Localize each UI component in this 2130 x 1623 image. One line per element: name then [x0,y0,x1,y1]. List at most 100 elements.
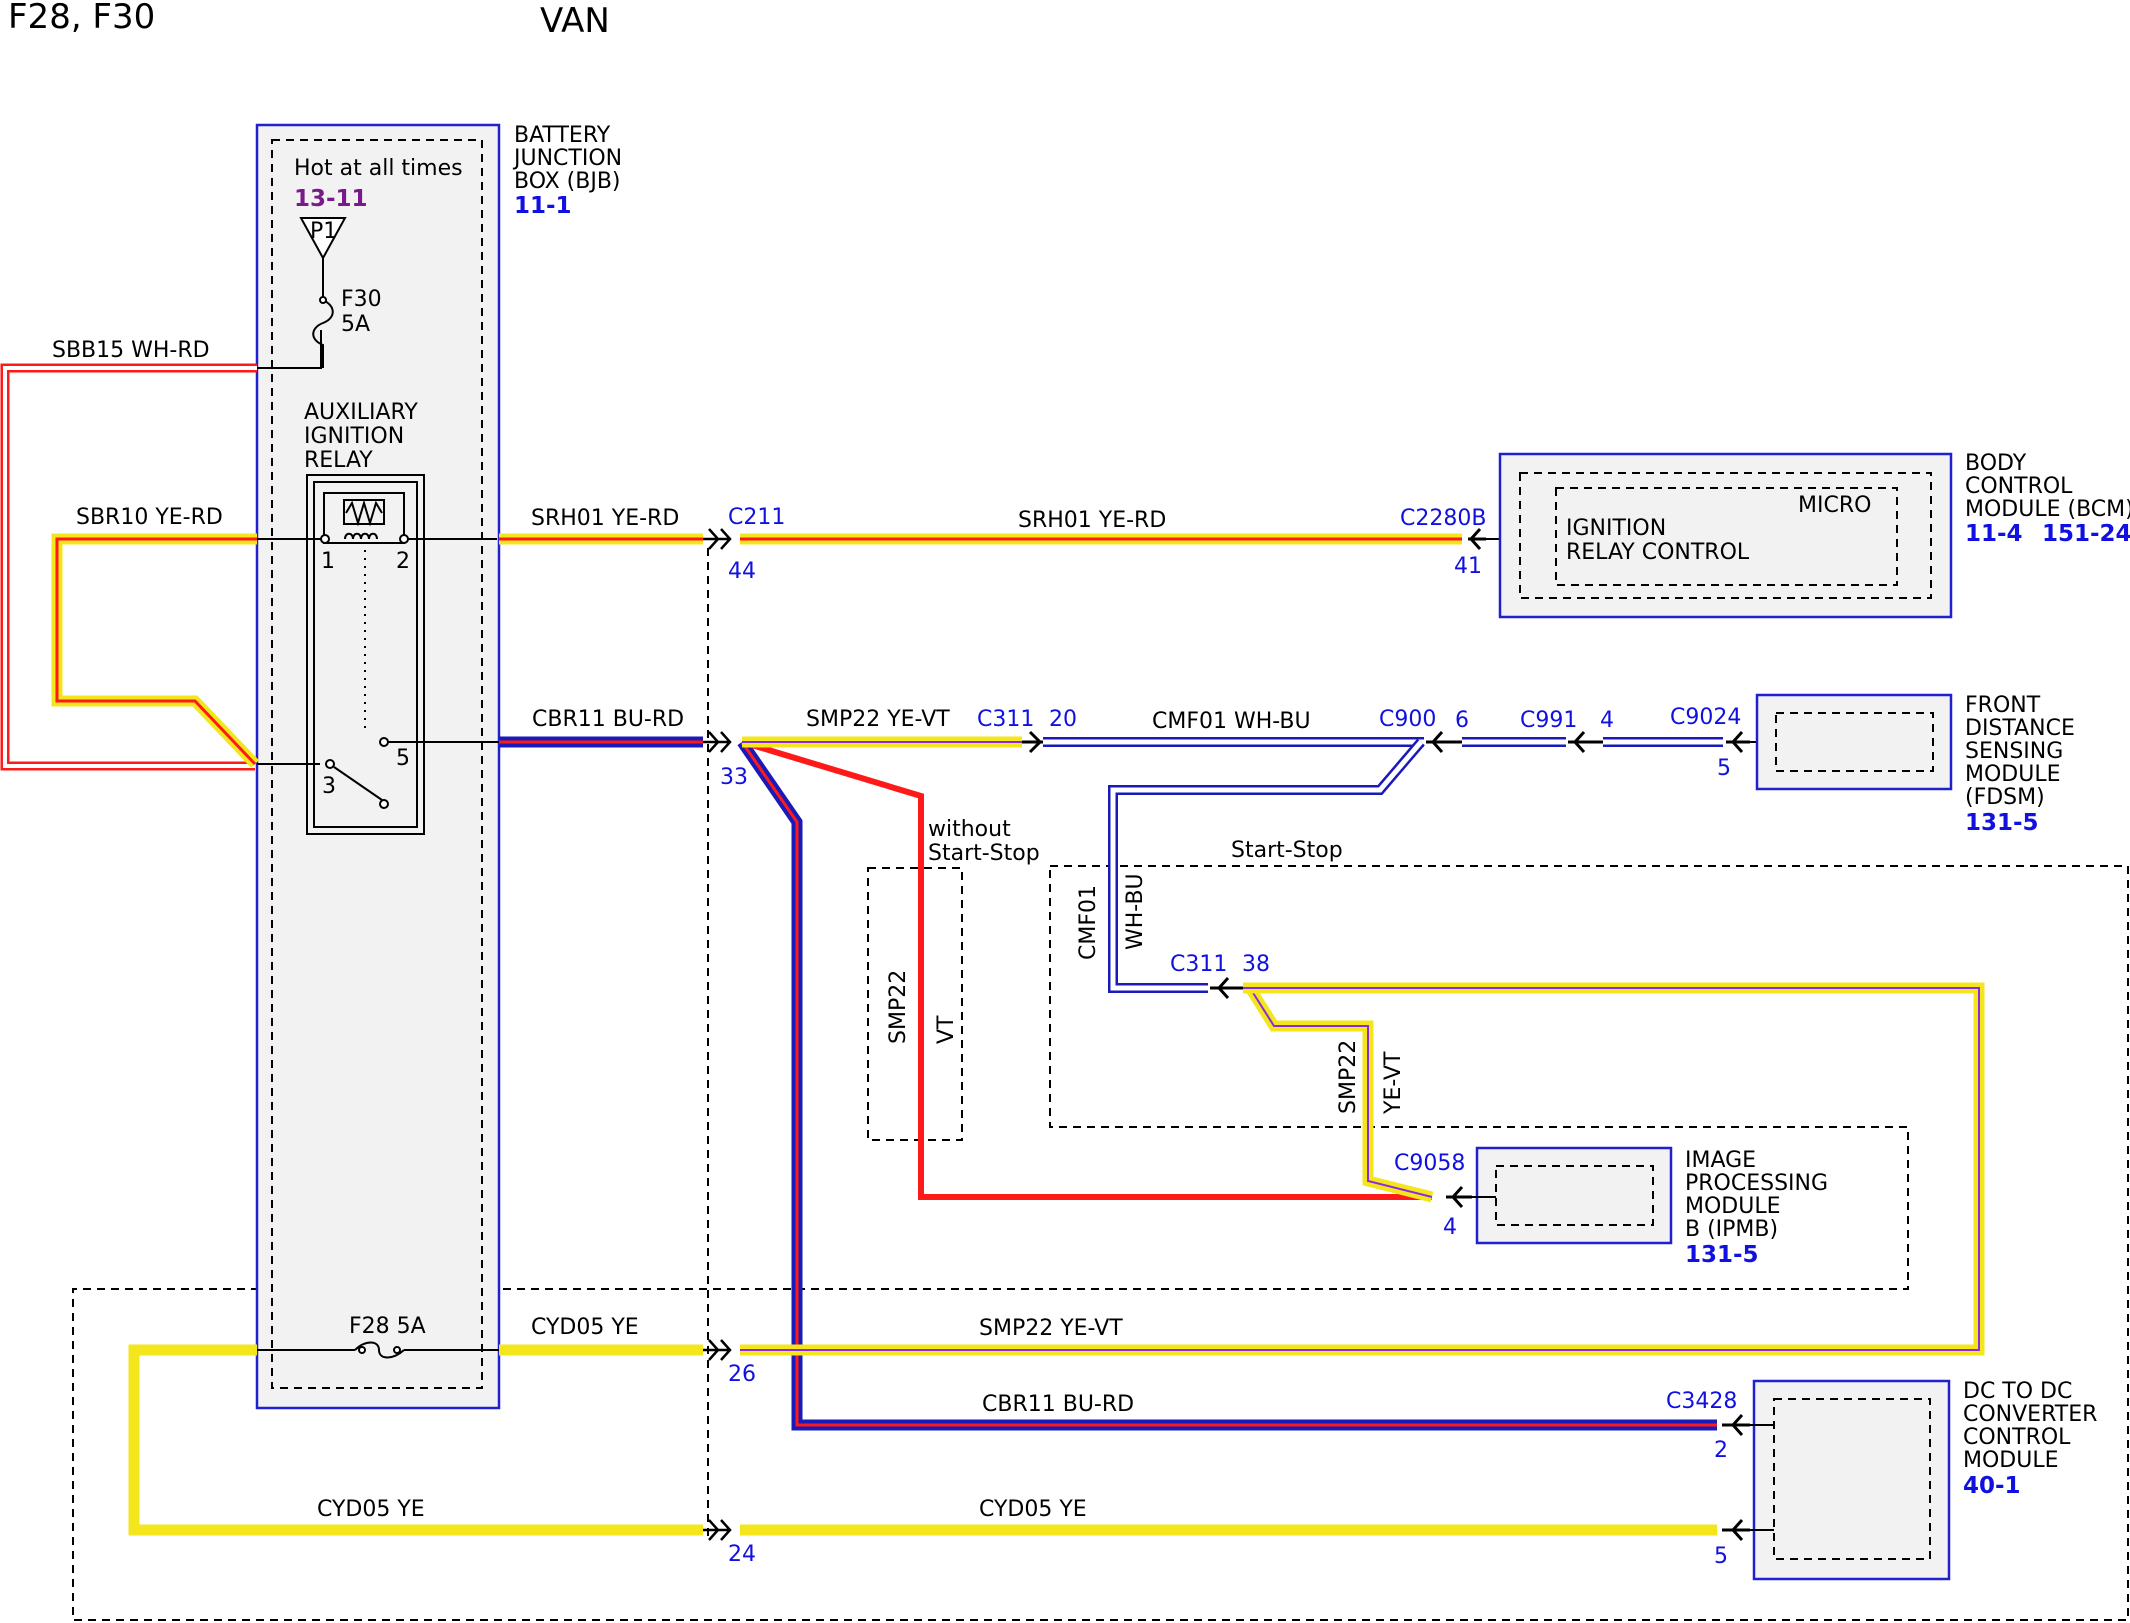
label-cbr11-a: CBR11 BU-RD [532,707,684,732]
dcdc-name-4: MODULE [1963,1448,2059,1473]
connector-c311-38: C311 [1170,952,1227,977]
label-cyd05-a: CYD05 YE [531,1315,639,1340]
wire-cmf01 [1043,737,1776,993]
relay-pin-5: 5 [396,746,410,771]
ipmb-box [1475,1146,1673,1245]
wire-cyd05 [128,1344,1717,1536]
pin-2: 2 [1714,1438,1728,1463]
bcm-name-1: BODY [1965,451,2027,476]
option-box-without-start-stop [867,867,963,1141]
fdsm-name-2: DISTANCE [1965,716,2075,741]
pin-6: 6 [1455,708,1469,733]
bcm-box [1498,452,1953,619]
pin-26: 26 [728,1362,756,1387]
label-cyd05-b: CYD05 YE [317,1497,425,1522]
bcm-micro-label: MICRO [1798,493,1871,518]
bjb-name-2: JUNCTION [512,146,622,171]
bcm-name-2: CONTROL [1965,474,2073,499]
pin-41: 41 [1454,554,1482,579]
bcm-inner-dashed [1519,472,1932,599]
relay-pin-1: 1 [321,549,335,574]
ipmb-ref: 131-5 [1685,1242,1759,1268]
ipmb-name-4: B (IPMB) [1685,1217,1778,1242]
connector-c3428: C3428 [1666,1389,1737,1414]
ipmb-name-1: IMAGE [1685,1148,1756,1173]
relay-label-1: AUXILIARY [304,400,418,425]
option-without-1: without [928,817,1011,842]
label-smp22-wo1: SMP22 [886,970,911,1044]
bjb-name-3: BOX (BJB) [514,169,621,194]
bjb-inner-dashed [271,139,483,1389]
label-cbr11-b: CBR11 BU-RD [982,1392,1134,1417]
wire-smp22 [740,736,1985,1356]
fdsm-box [1755,693,1953,791]
pin-38: 38 [1242,952,1270,977]
wire-sbb15 [0,330,322,771]
dcdc-box [1752,1379,1951,1581]
ipmb-name-3: MODULE [1685,1194,1781,1219]
fdsm-name-4: MODULE [1965,762,2061,787]
label-smp22-v1: SMP22 [1336,1040,1361,1114]
pin-33: 33 [720,765,748,790]
connector-chevrons [703,527,1750,1542]
pin-20: 20 [1049,707,1077,732]
relay-pin-2: 2 [396,549,410,574]
bcm-inner-2: RELAY CONTROL [1566,540,1750,565]
connector-c311-20: C311 [977,707,1034,732]
fdsm-inner-dashed [1775,712,1934,772]
pin-44: 44 [728,559,756,584]
label-srh01-b: SRH01 YE-RD [1018,508,1166,533]
ipmb-inner-dashed [1495,1165,1654,1226]
variant-header: VAN [540,1,610,41]
bcm-inner-1: IGNITION [1566,516,1666,541]
dcdc-inner-dashed [1773,1398,1931,1560]
connector-c9024: C9024 [1670,705,1741,730]
f30-label: F30 [341,287,382,312]
relay-label-3: RELAY [304,448,373,473]
label-sbr10: SBR10 YE-RD [76,505,223,530]
f28-fuse [354,1341,405,1359]
f28-label: F28 5A [349,1314,426,1339]
wire-smp22-violet [741,739,1432,1200]
label-smp22-wo2: VT [934,1015,959,1044]
bcm-ref-1: 11-4 [1965,521,2023,547]
f28-node-left [358,1346,366,1354]
f28-node-right [393,1346,401,1354]
connector-c9058: C9058 [1394,1151,1465,1176]
fdsm-name-3: SENSING [1965,739,2063,764]
aux-ignition-relay [257,474,499,835]
connector-c211: C211 [728,505,785,530]
fdsm-ref: 131-5 [1965,810,2039,836]
label-cmf01-v1: CMF01 [1076,885,1101,960]
f30-fuse [312,258,334,368]
relay-pin-3: 3 [322,774,336,799]
option-start-stop: Start-Stop [1231,838,1343,863]
bjb-ref: 11-1 [514,193,572,219]
wire-cbr11 [499,736,1717,1431]
ipmb-name-2: PROCESSING [1685,1171,1828,1196]
label-smp22-b: SMP22 YE-VT [979,1316,1123,1341]
pin-4b: 4 [1443,1215,1457,1240]
connector-c900: C900 [1379,707,1436,732]
hot-ref: 13-11 [294,186,368,212]
dcdc-name-2: CONVERTER [1963,1402,2097,1427]
label-smp22-v2: YE-VT [1381,1051,1406,1115]
bcm-ref-2: 151-24 [2042,521,2130,547]
label-cmf01-h: CMF01 WH-BU [1152,709,1311,734]
fdsm-name-1: FRONT [1965,693,2041,718]
pin-4a: 4 [1600,708,1614,733]
dcdc-ref: 40-1 [1963,1473,2021,1499]
f30-node [319,296,327,304]
connector-c2280b: C2280B [1400,506,1486,531]
relay-label-2: IGNITION [304,424,404,449]
wire-sbr10 [51,533,259,768]
label-cmf01-v2: WH-BU [1123,873,1148,950]
fdsm-name-5: (FDSM) [1965,785,2045,810]
dcdc-name-1: DC TO DC [1963,1379,2072,1404]
bcm-micro-dashed [1555,487,1898,586]
dcdc-pin-lines [1750,1424,1774,1531]
option-box-start-stop [72,865,2129,1621]
p1-terminal [299,217,347,261]
label-srh01-a: SRH01 YE-RD [531,506,679,531]
